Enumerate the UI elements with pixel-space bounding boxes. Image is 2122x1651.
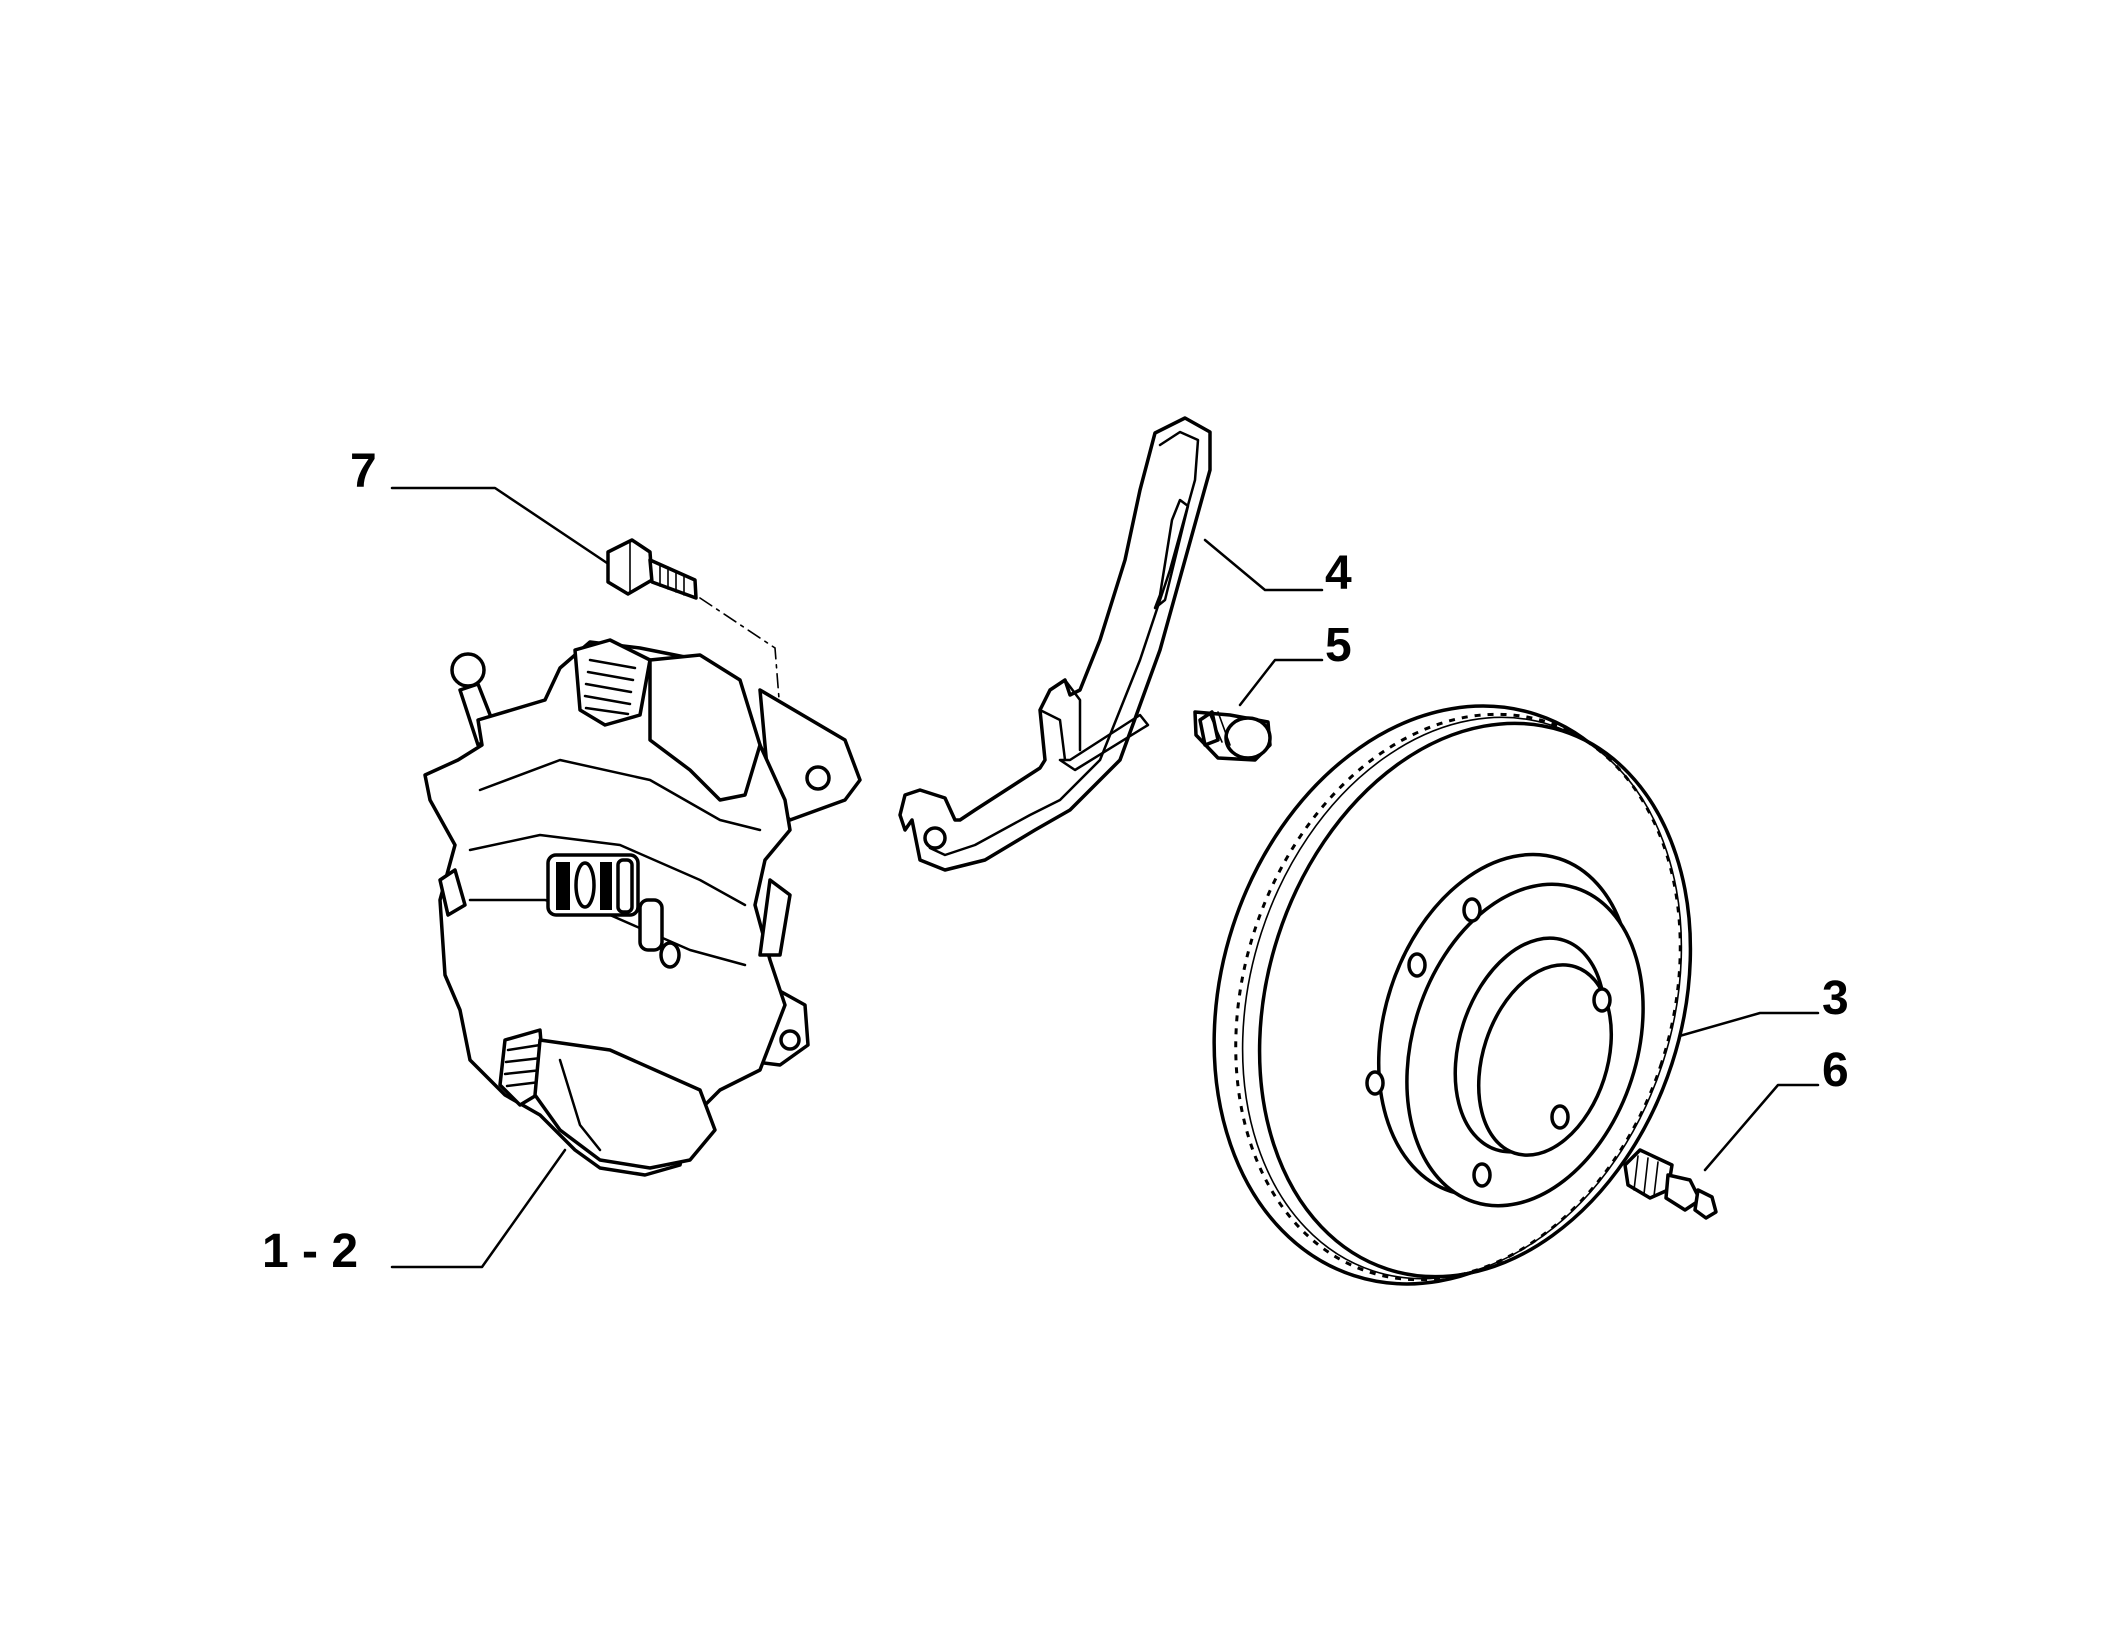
leader-line-1-2 xyxy=(390,1148,567,1269)
callout-label-4: 4 xyxy=(1325,547,1352,600)
brake-disc-icon xyxy=(1212,704,1693,1286)
callout-label-5: 5 xyxy=(1325,619,1352,672)
callout-label-1-2: 1 - 2 xyxy=(262,1225,359,1278)
leader-line-7 xyxy=(390,486,612,567)
leader-line-6 xyxy=(1703,1083,1820,1172)
callout-label-6: 6 xyxy=(1822,1044,1849,1097)
brake-caliper-icon xyxy=(423,638,862,1177)
disc-screw-icon xyxy=(1623,1148,1718,1220)
caliper-bolt-icon xyxy=(606,538,698,600)
brake-shield-icon xyxy=(898,416,1212,872)
leader-line-4 xyxy=(1203,538,1324,592)
shield-bolt-icon xyxy=(1193,710,1272,762)
leader-line-5 xyxy=(1238,658,1324,707)
callout-label-7: 7 xyxy=(350,445,377,498)
leader-line-3 xyxy=(1653,1011,1820,1045)
callout-label-3: 3 xyxy=(1822,972,1849,1025)
